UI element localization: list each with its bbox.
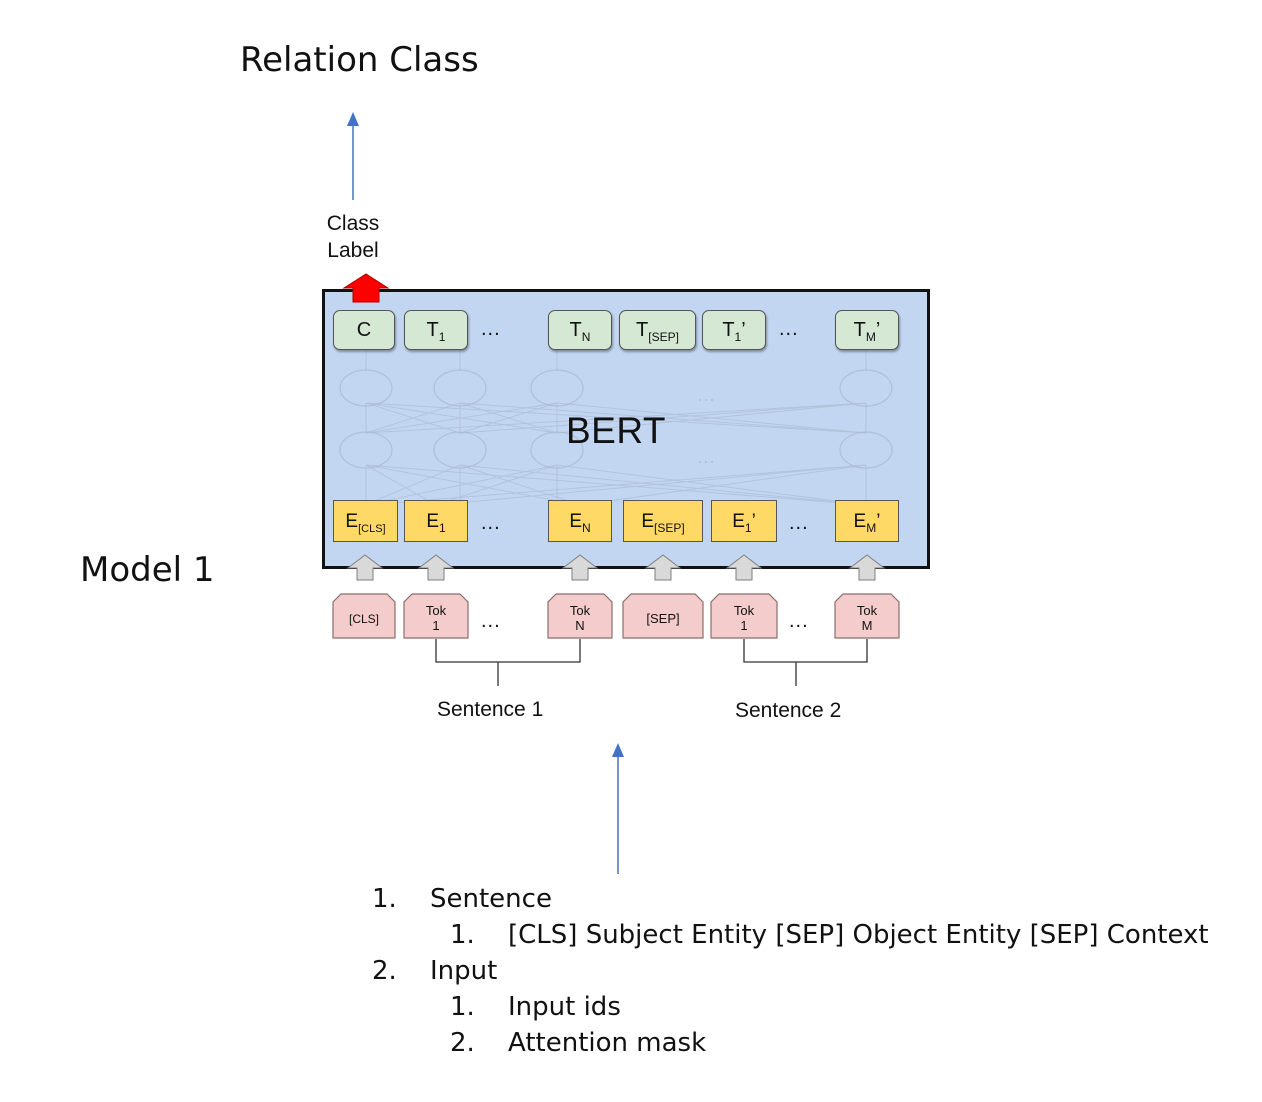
embedding-label: E: [641, 511, 654, 532]
page-title: Relation Class: [240, 40, 479, 80]
embedding-sep: E[SEP]: [623, 500, 703, 542]
embedding-label: E: [345, 511, 359, 532]
embedding-subscript: [SEP]: [654, 521, 685, 535]
token-cls: [CLS]: [333, 612, 395, 626]
token-line-1: Tok: [569, 603, 591, 618]
token-line-2: N: [575, 618, 585, 633]
list-item: 1. Sentence: [372, 884, 552, 914]
embedding-en: EN: [548, 500, 612, 542]
token-sep: [SEP]: [623, 611, 703, 626]
embedding-subscript: M: [866, 521, 877, 535]
output-tsep: T[SEP]: [619, 310, 696, 350]
output-prime: ’: [875, 319, 881, 341]
output-label: T: [569, 319, 582, 341]
embedding-label: E: [853, 511, 867, 532]
output-subscript: [SEP]: [648, 330, 679, 344]
embedding-prime: ’: [751, 511, 756, 532]
token-line-1: Tok: [856, 603, 878, 618]
token-line-1: [SEP]: [646, 611, 680, 626]
list-label: Input ids: [508, 992, 621, 1022]
list-number: 1.: [450, 920, 475, 950]
list-number: 2.: [450, 1028, 475, 1058]
output-ellipsis-2: ...: [779, 318, 799, 340]
embedding-ellipsis-2: ...: [789, 512, 809, 534]
list-label: Attention mask: [508, 1028, 707, 1058]
embedding-label: E: [732, 511, 745, 532]
token-ellipsis-2: ...: [789, 610, 809, 632]
token-tok1-prime: Tok 1: [711, 603, 777, 633]
transformer-nodes: [339, 369, 893, 469]
transformer-lines: [364, 350, 867, 506]
output-prime: ’: [741, 319, 746, 341]
token-tok1: Tok 1: [404, 603, 468, 633]
token-ellipsis-1: ...: [481, 610, 501, 632]
embedding-subscript: 1: [744, 521, 752, 535]
input-arrow-head: [612, 743, 624, 757]
output-label: T: [636, 319, 649, 341]
output-label: T: [722, 319, 735, 341]
embedding-cls: E[CLS]: [333, 500, 398, 542]
output-label: T: [853, 319, 866, 341]
output-subscript: N: [581, 330, 591, 344]
list-sub-item: 1. [CLS] Subject Entity [SEP] Object Enti…: [450, 920, 1209, 950]
embedding-prime: ’: [876, 511, 881, 532]
embedding-ellipsis-1: ...: [481, 512, 501, 534]
token-line-2: 1: [432, 618, 440, 633]
embedding-em-prime: EM’: [835, 500, 899, 542]
output-label: T: [426, 319, 439, 341]
token-shapes: [332, 593, 900, 639]
list-number: 1.: [372, 884, 397, 914]
output-ellipsis-1: ...: [481, 318, 501, 340]
embedding-subscript: [CLS]: [358, 523, 386, 535]
class-red-arrow: [342, 273, 390, 303]
output-tn: TN: [548, 310, 612, 350]
embedding-e1: E1: [404, 500, 468, 542]
output-t1: T1: [404, 310, 468, 350]
token-line-1: Tok: [733, 603, 755, 618]
list-label: Input: [430, 956, 498, 986]
sentence-2-label: Sentence 2: [735, 699, 842, 722]
sentence-brackets: [435, 639, 868, 686]
class-label-line-1: Class: [326, 212, 380, 235]
token-line-1: [CLS]: [348, 612, 379, 626]
output-t1-prime: T1’: [702, 310, 766, 350]
embedding-label: E: [426, 511, 439, 532]
class-label: Class Label: [318, 210, 388, 264]
output-label: C: [356, 319, 372, 341]
output-subscript: 1: [734, 330, 742, 344]
embedding-e1-prime: E1’: [711, 500, 777, 542]
embedding-label: E: [569, 511, 582, 532]
output-tm-prime: TM’: [835, 310, 899, 350]
output-subscript: M: [865, 330, 876, 344]
list-label: Sentence: [430, 884, 552, 914]
list-sub-item: 1. Input ids: [450, 992, 621, 1022]
output-subscript: 1: [438, 330, 446, 344]
list-item: 2. Input: [372, 956, 497, 986]
token-line-1: Tok: [425, 603, 447, 618]
transformer-dots: [699, 399, 713, 463]
token-line-2: 1: [740, 618, 748, 633]
token-to-embedding-arrows: [346, 554, 886, 581]
sentence-1-label: Sentence 1: [437, 698, 544, 721]
embedding-subscript: 1: [439, 521, 446, 535]
model-label: Model 1: [80, 550, 215, 590]
embedding-subscript: N: [582, 521, 591, 535]
token-tokm: Tok M: [835, 603, 899, 633]
class-label-line-2: Label: [327, 239, 379, 262]
output-arrow-head: [347, 112, 359, 126]
token-tokn: Tok N: [548, 603, 612, 633]
bert-label: BERT: [566, 410, 667, 451]
token-line-2: M: [861, 618, 873, 633]
list-number: 2.: [372, 956, 397, 986]
list-sub-item: 2. Attention mask: [450, 1028, 706, 1058]
list-label: [CLS] Subject Entity [SEP] Object Entity…: [508, 920, 1209, 950]
output-c: C: [333, 310, 395, 350]
list-number: 1.: [450, 992, 475, 1022]
